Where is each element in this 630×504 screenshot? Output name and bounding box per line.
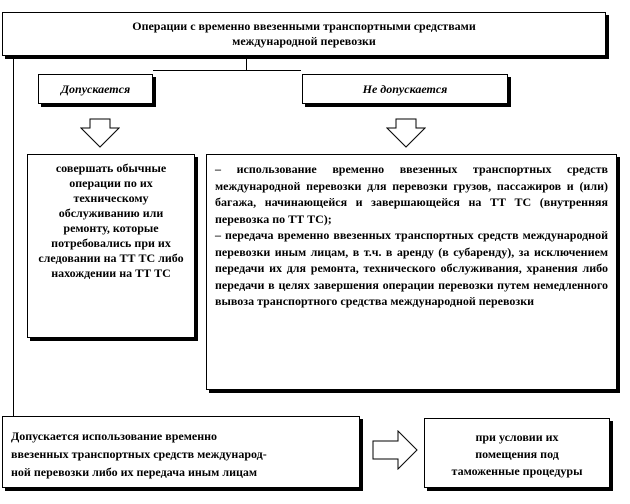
bottom-allowed-box: Допускается использование временно ввезе… — [2, 416, 360, 488]
allowed-label: Допускается — [60, 82, 131, 96]
not-allowed-list-box: – использование временно ввезенных транс… — [206, 154, 617, 390]
bottom-allowed-line3: ной перевозки либо их передача иным лица… — [11, 465, 258, 479]
bottom-allowed-line2: ввезенных транспортных средств междунаро… — [11, 447, 267, 461]
not-allowed-item-1: – использование временно ввезенных транс… — [215, 162, 608, 226]
allowed-text: совершать обычные операции по их техниче… — [38, 161, 184, 280]
header-line2: международной перевозки — [232, 34, 376, 48]
allowed-down-arrow-icon — [80, 118, 120, 148]
bottom-allowed-line1: Допускается использование временно — [11, 429, 218, 443]
bottom-condition-box: при условии их помещения под таможенные … — [424, 418, 610, 488]
header-line1: Операции с временно ввезенными транспорт… — [132, 19, 476, 33]
left-vertical-connector — [13, 56, 14, 416]
horizontal-connector — [153, 70, 301, 71]
right-arrow-icon — [372, 430, 418, 470]
header-box: Операции с временно ввезенными транспорт… — [2, 12, 606, 56]
bottom-condition-line3: таможенные процедуры — [451, 464, 583, 478]
not-allowed-item-2: – передача временно ввезенных транспортн… — [215, 228, 608, 308]
not-allowed-label-box: Не допускается — [302, 74, 508, 104]
not-allowed-label: Не допускается — [362, 82, 448, 96]
not-allowed-down-arrow-icon — [386, 118, 426, 148]
bottom-condition-line1: при условии их — [475, 430, 559, 444]
allowed-text-box: совершать обычные операции по их техниче… — [27, 154, 195, 338]
allowed-label-box: Допускается — [38, 74, 153, 104]
bottom-condition-line2: помещения под — [475, 447, 559, 461]
center-vertical-connector — [246, 56, 247, 70]
